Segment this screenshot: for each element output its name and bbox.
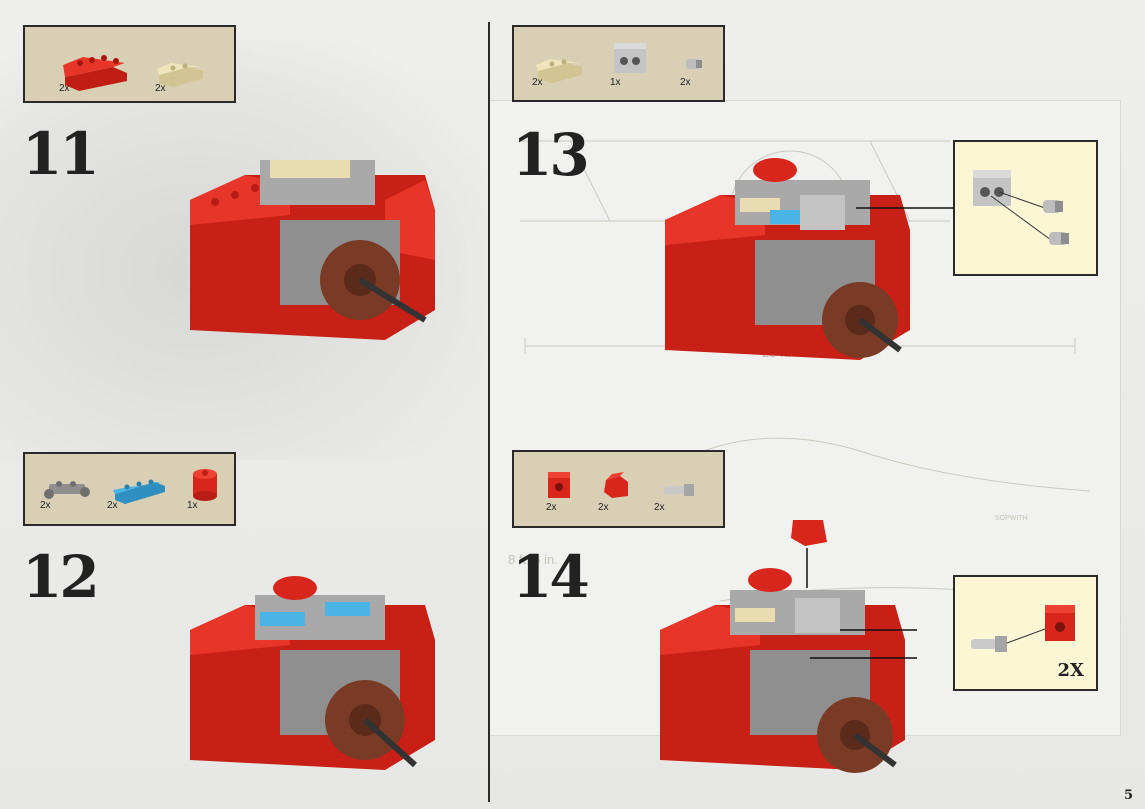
gray-clip-plate-icon xyxy=(44,481,90,499)
column-divider xyxy=(488,22,490,802)
qty-label: 2x xyxy=(654,502,665,513)
blue-plate-icon xyxy=(113,479,165,504)
gray-pin-icon xyxy=(686,59,702,69)
step-number: 13 xyxy=(512,121,590,189)
callout-step-14: 2X xyxy=(953,575,1098,691)
red-round-brick-icon xyxy=(193,469,217,501)
red-technic-brick-icon xyxy=(1045,605,1075,641)
gray-technic-brick-icon xyxy=(973,170,1011,206)
callout-step-13 xyxy=(953,140,1098,276)
parts-list-step-12: 2x 2x 1x xyxy=(23,452,236,526)
fuselage-label: SOPWITH xyxy=(995,515,1028,522)
red-bracket-icon xyxy=(604,472,628,498)
qty-label: 2x xyxy=(59,83,70,94)
parts-list-step-14: 2x 2x 2x xyxy=(512,450,725,528)
engine-model-step-14 xyxy=(660,520,917,773)
engine-model-step-11 xyxy=(190,160,435,340)
multiplier-label: 2X xyxy=(1057,660,1085,681)
step-number: 14 xyxy=(512,543,590,611)
qty-label: 1x xyxy=(187,500,198,511)
step-number: 12 xyxy=(22,543,100,611)
parts-list-step-11: 2x 2x xyxy=(23,25,236,103)
tan-plate-icon xyxy=(536,59,582,83)
tan-plate-icon xyxy=(157,63,203,87)
engine-model-step-12 xyxy=(190,576,435,770)
gray-pin-icon xyxy=(1049,232,1069,245)
qty-label: 2x xyxy=(155,83,166,94)
height-dimension: 8 ft. 6 in. xyxy=(508,552,558,567)
qty-label: 2x xyxy=(680,77,691,88)
gray-axle-pin-icon xyxy=(664,484,694,496)
qty-label: 2x xyxy=(546,502,557,513)
gray-pin-icon xyxy=(1043,200,1063,213)
qty-label: 2x xyxy=(40,500,51,511)
qty-label: 2x xyxy=(532,77,543,88)
step-number: 11 xyxy=(22,120,100,188)
engine-model-step-13 xyxy=(665,158,910,360)
qty-label: 2x xyxy=(107,500,118,511)
callout-connector-13 xyxy=(856,207,954,209)
qty-label: 2x xyxy=(598,502,609,513)
red-technic-brick-icon xyxy=(548,472,570,498)
gray-axle-pin-icon xyxy=(971,636,1007,652)
red-slope-brick-icon xyxy=(63,55,127,91)
page-number: 5 xyxy=(1123,788,1133,803)
qty-label: 1x xyxy=(610,77,621,88)
gray-technic-brick-icon xyxy=(614,43,646,73)
parts-list-step-13: 2x 1x 2x xyxy=(512,25,725,102)
